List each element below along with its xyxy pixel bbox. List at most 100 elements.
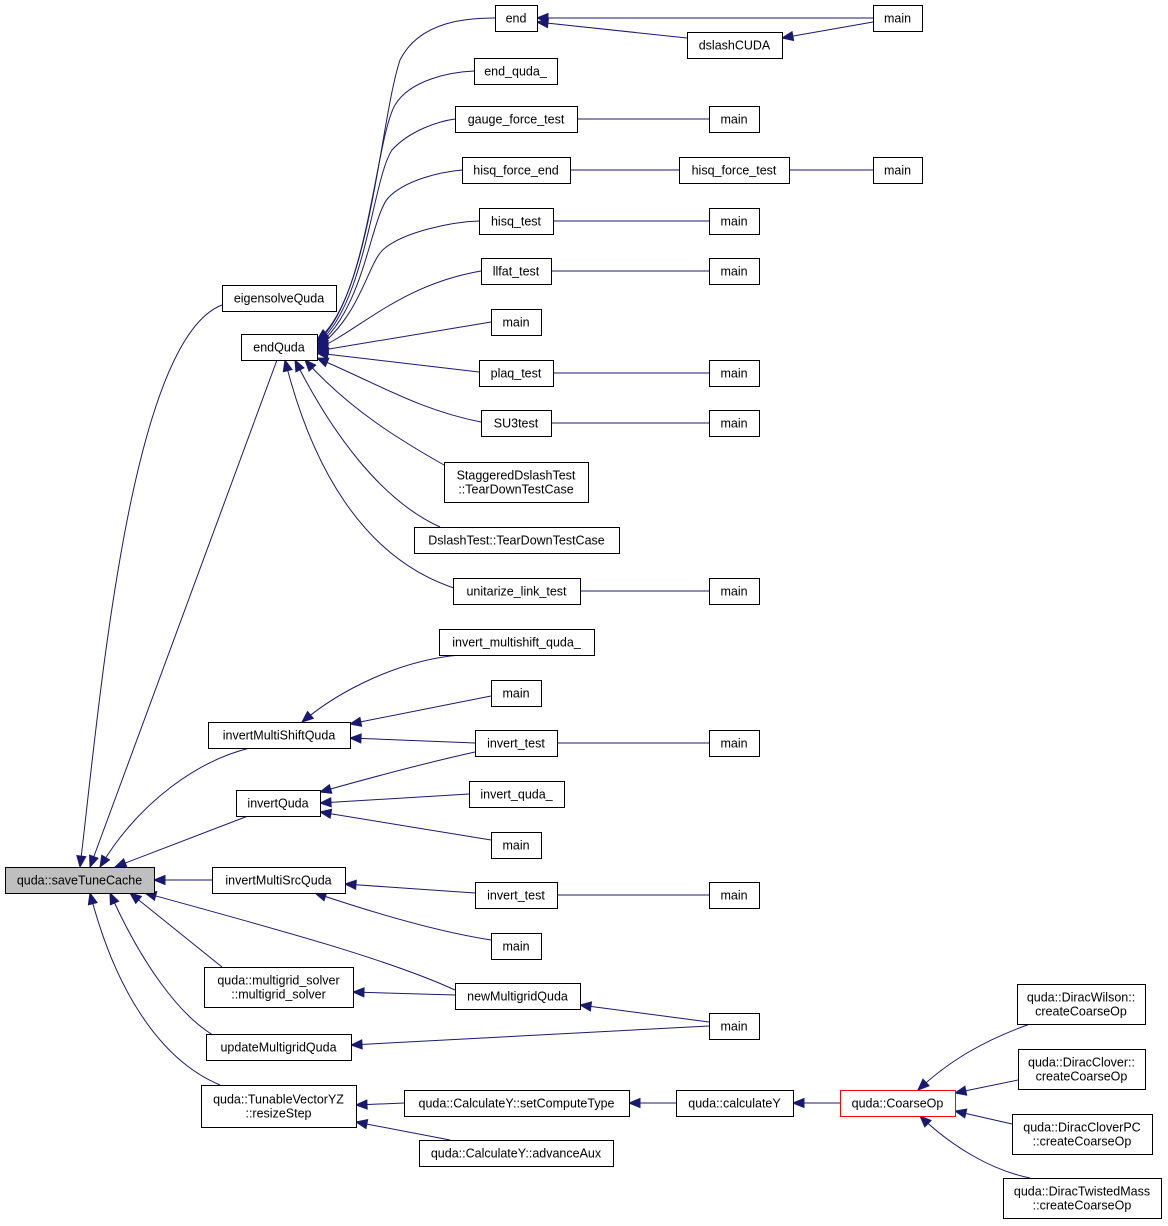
node-advanceAux[interactable]: quda::CalculateY::advanceAux xyxy=(419,1140,614,1167)
node-multigrid_solver[interactable]: quda::multigrid_solver::multigrid_solver xyxy=(204,967,354,1008)
node-invert_multishift_quda_[interactable]: invert_multishift_quda_ xyxy=(439,629,595,656)
node-box[interactable] xyxy=(222,285,337,312)
node-box[interactable] xyxy=(475,882,558,909)
node-unitarize_link_test[interactable]: unitarize_link_test xyxy=(453,578,581,605)
node-invert_test_2[interactable]: invert_test xyxy=(475,882,558,909)
node-box[interactable] xyxy=(481,258,552,285)
node-invertQuda[interactable]: invertQuda xyxy=(236,790,321,817)
node-DiracClover[interactable]: quda::DiracClover::createCoarseOp xyxy=(1018,1049,1146,1090)
node-main_hisq[interactable]: main xyxy=(709,208,760,235)
node-box[interactable] xyxy=(419,1140,614,1167)
node-box[interactable] xyxy=(414,527,620,554)
node-hisq_test[interactable]: hisq_test xyxy=(479,208,554,235)
node-box[interactable] xyxy=(479,208,554,235)
node-box[interactable] xyxy=(469,781,565,808)
node-endQuda[interactable]: endQuda xyxy=(241,334,318,361)
node-box[interactable] xyxy=(455,983,581,1010)
node-box[interactable] xyxy=(206,1034,352,1061)
node-invertMultiShiftQuda[interactable]: invertMultiShiftQuda xyxy=(208,722,351,749)
node-box[interactable] xyxy=(201,1085,357,1128)
node-SU3test[interactable]: SU3test xyxy=(481,410,552,437)
node-box[interactable] xyxy=(444,462,589,503)
node-box[interactable] xyxy=(840,1090,956,1117)
node-box[interactable] xyxy=(481,410,552,437)
node-updateMultigridQuda[interactable]: updateMultigridQuda xyxy=(206,1034,352,1061)
node-gauge_force_test[interactable]: gauge_force_test xyxy=(455,106,578,133)
node-llfat_test[interactable]: llfat_test xyxy=(481,258,552,285)
node-box[interactable] xyxy=(1003,1178,1162,1219)
node-newMultigridQuda[interactable]: newMultigridQuda xyxy=(455,983,581,1010)
node-eigensolveQuda[interactable]: eigensolveQuda xyxy=(222,285,337,312)
node-box[interactable] xyxy=(709,106,760,133)
node-box[interactable] xyxy=(439,629,595,656)
node-box[interactable] xyxy=(709,410,760,437)
node-box[interactable] xyxy=(709,882,760,909)
node-box[interactable] xyxy=(1017,984,1146,1025)
node-main_mg[interactable]: main xyxy=(709,1013,760,1040)
node-box[interactable] xyxy=(676,1090,794,1117)
node-DiracWilson[interactable]: quda::DiracWilson::createCoarseOp xyxy=(1017,984,1146,1025)
node-CoarseOp[interactable]: quda::CoarseOp xyxy=(840,1090,956,1117)
node-box[interactable] xyxy=(709,208,760,235)
node-invert_quda_[interactable]: invert_quda_ xyxy=(469,781,565,808)
node-DiracCloverPC[interactable]: quda::DiracCloverPC::createCoarseOp xyxy=(1012,1114,1153,1155)
node-main_unit[interactable]: main xyxy=(709,578,760,605)
node-box[interactable] xyxy=(491,933,542,960)
node-box[interactable] xyxy=(709,578,760,605)
node-box[interactable] xyxy=(491,309,542,336)
node-saveTuneCache[interactable]: quda::saveTuneCache xyxy=(5,867,155,894)
node-dslashCUDA[interactable]: dslashCUDA xyxy=(687,32,783,59)
node-main_end[interactable]: main xyxy=(873,5,923,32)
node-invert_test_1[interactable]: invert_test xyxy=(475,730,558,757)
node-hisq_force_end[interactable]: hisq_force_end xyxy=(462,157,571,184)
node-DiracTwistedMass[interactable]: quda::DiracTwistedMass::createCoarseOp xyxy=(1003,1178,1162,1219)
node-main_gauge[interactable]: main xyxy=(709,106,760,133)
node-box[interactable] xyxy=(1018,1049,1146,1090)
node-main_it1[interactable]: main xyxy=(709,730,760,757)
node-box[interactable] xyxy=(453,578,581,605)
node-end_quda_[interactable]: end_quda_ xyxy=(474,58,558,85)
node-box[interactable] xyxy=(491,832,542,859)
node-box[interactable] xyxy=(236,790,321,817)
node-main_ms[interactable]: main xyxy=(491,680,542,707)
node-box[interactable] xyxy=(873,157,923,184)
node-calculateY[interactable]: quda::calculateY xyxy=(676,1090,794,1117)
node-box[interactable] xyxy=(709,258,760,285)
node-end[interactable]: end xyxy=(495,5,538,32)
node-main_llfat[interactable]: main xyxy=(709,258,760,285)
node-box[interactable] xyxy=(1012,1114,1153,1155)
node-box[interactable] xyxy=(462,157,571,184)
node-main_it2[interactable]: main xyxy=(709,882,760,909)
node-invertMultiSrcQuda[interactable]: invertMultiSrcQuda xyxy=(212,867,346,894)
node-plaq_test[interactable]: plaq_test xyxy=(479,360,554,387)
node-box[interactable] xyxy=(474,58,558,85)
node-setComputeType[interactable]: quda::CalculateY::setComputeType xyxy=(404,1090,630,1117)
node-box[interactable] xyxy=(404,1090,630,1117)
node-main_plaq[interactable]: main xyxy=(709,360,760,387)
node-box[interactable] xyxy=(709,1013,760,1040)
node-main_su3[interactable]: main xyxy=(709,410,760,437)
node-box[interactable] xyxy=(5,867,155,894)
node-box[interactable] xyxy=(479,360,554,387)
node-StaggeredTearDown[interactable]: StaggeredDslashTest::TearDownTestCase xyxy=(444,462,589,503)
node-box[interactable] xyxy=(208,722,351,749)
node-box[interactable] xyxy=(687,32,783,59)
node-DslashTearDown[interactable]: DslashTest::TearDownTestCase xyxy=(414,527,620,554)
node-box[interactable] xyxy=(212,867,346,894)
node-main_iq[interactable]: main xyxy=(491,832,542,859)
node-box[interactable] xyxy=(475,730,558,757)
node-box[interactable] xyxy=(491,680,542,707)
node-box[interactable] xyxy=(679,157,790,184)
node-main_hisqf[interactable]: main xyxy=(873,157,923,184)
node-box[interactable] xyxy=(873,5,923,32)
node-hisq_force_test[interactable]: hisq_force_test xyxy=(679,157,790,184)
node-box[interactable] xyxy=(204,967,354,1008)
node-resizeStep[interactable]: quda::TunableVectorYZ::resizeStep xyxy=(201,1085,357,1128)
node-box[interactable] xyxy=(495,5,538,32)
node-main_msrc[interactable]: main xyxy=(491,933,542,960)
node-main_endq[interactable]: main xyxy=(491,309,542,336)
node-box[interactable] xyxy=(455,106,578,133)
node-box[interactable] xyxy=(709,730,760,757)
node-box[interactable] xyxy=(709,360,760,387)
node-box[interactable] xyxy=(241,334,318,361)
